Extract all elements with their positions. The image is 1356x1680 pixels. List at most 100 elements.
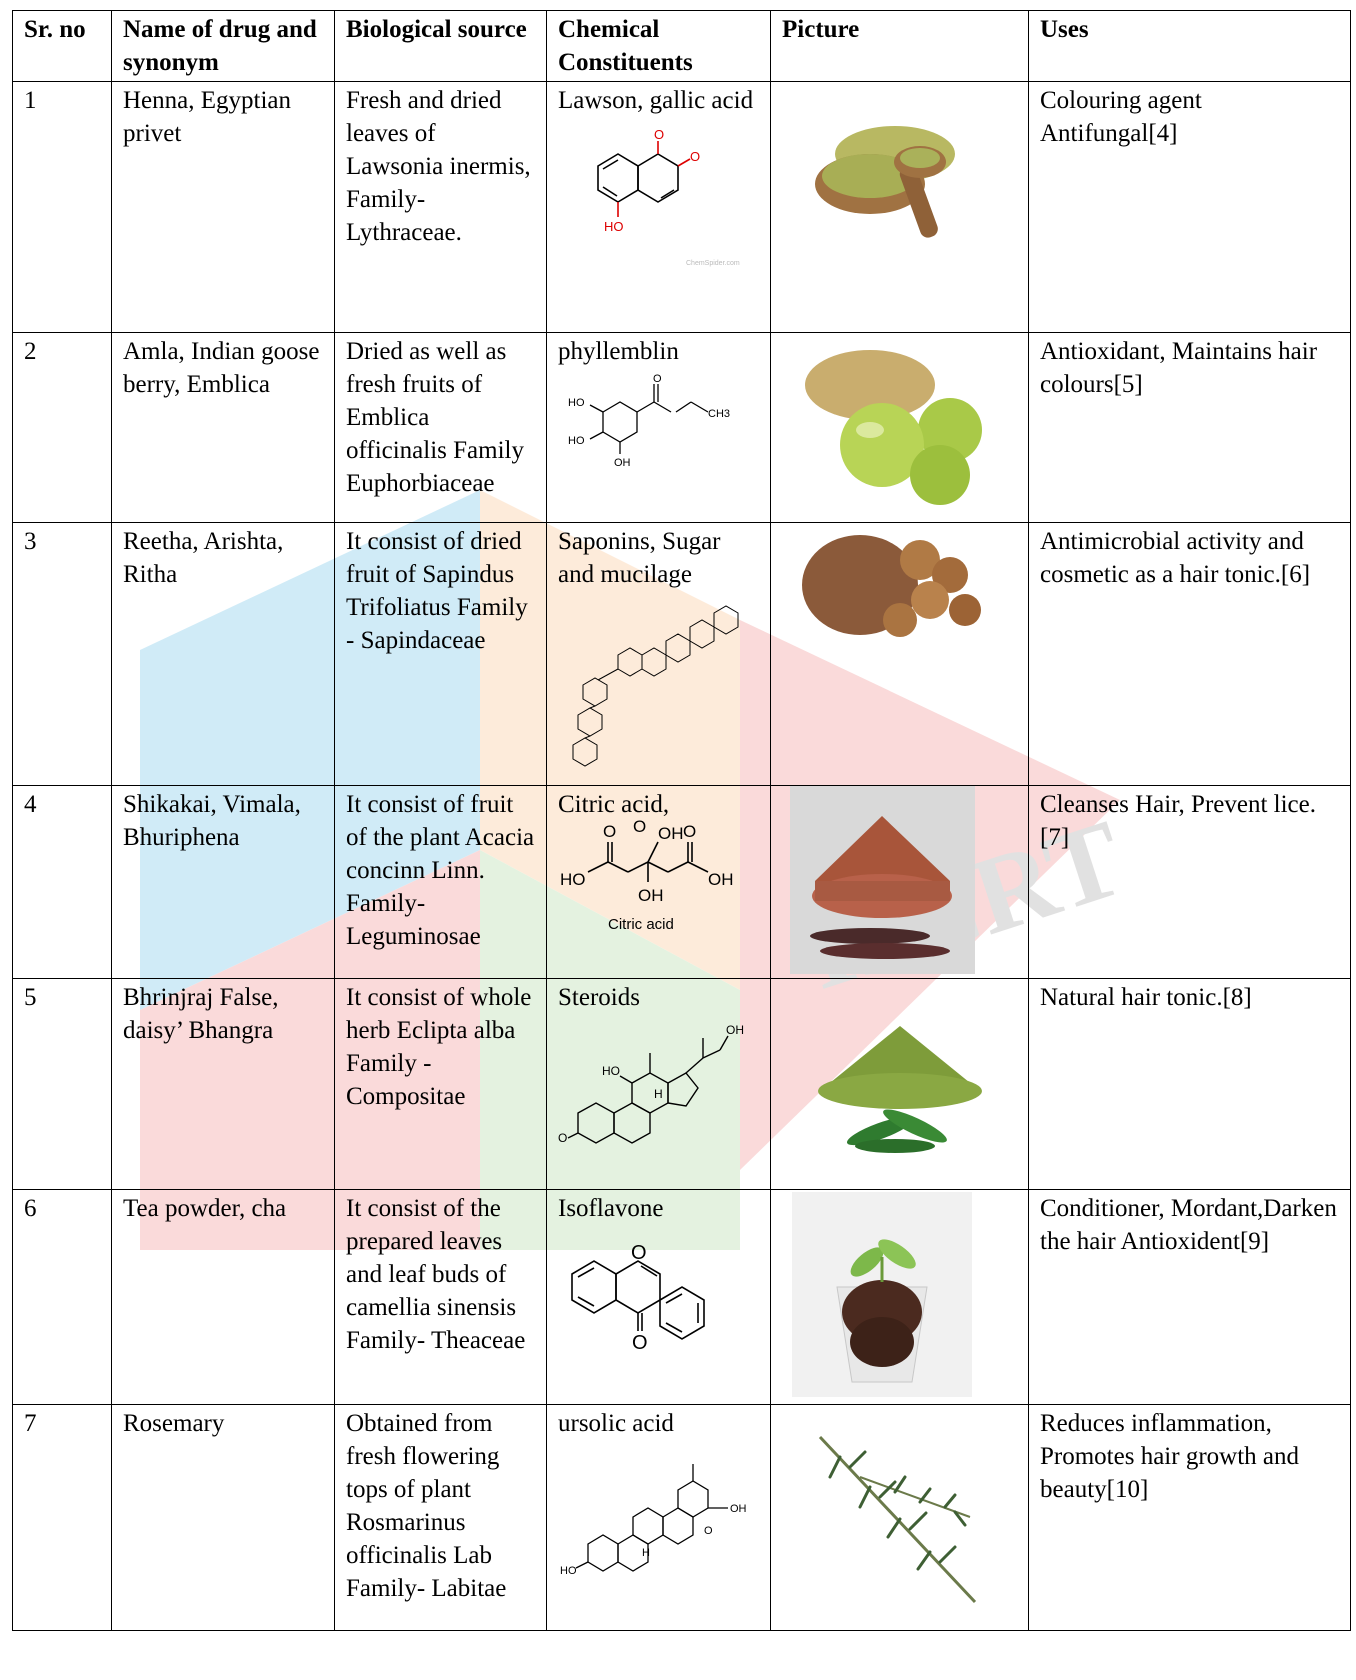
steroid-h: H (654, 1087, 663, 1101)
steroid-oh: OH (726, 1023, 744, 1037)
lawsone-o2: O (690, 149, 700, 164)
ursolic-h: H (642, 1547, 650, 1559)
cell-uses: Reduces inflammation, Promotes hair grow… (1028, 1404, 1351, 1631)
citric-oh-right: OH (708, 870, 734, 889)
cell-uses: Conditioner, Mordant,Darken the hair Ant… (1028, 1189, 1351, 1405)
henna-powder-photo (815, 126, 955, 238)
lawsone-credit: ChemSpider.com (686, 260, 740, 267)
header-name: Name of drug and synonym (111, 10, 335, 82)
table-row: 3 Reetha, Arishta, Ritha It consist of d… (12, 522, 1351, 786)
isoflavone-structure: O O (571, 1242, 705, 1354)
cell-sr: 6 (12, 1189, 112, 1405)
shikakai-photo (790, 786, 975, 974)
cell-uses: Antimicrobial activity and cosmetic as a… (1028, 522, 1351, 786)
constituent-name: phyllemblin (558, 338, 679, 365)
header-sr-no: Sr. no (12, 10, 112, 82)
constituent-name: ursolic acid (558, 1410, 674, 1437)
cell-name: Bhrinjraj False, daisy’ Bhangra (111, 978, 335, 1190)
cell-constituents: ursolic acid HO OH O (546, 1404, 771, 1631)
citric-caption: Citric acid (608, 916, 674, 933)
cell-name: Tea powder, cha (111, 1189, 335, 1405)
cell-constituents: Steroids O HO OH (546, 978, 771, 1190)
steroid-structure: O HO OH H (558, 1023, 744, 1145)
phyllemblin-structure: O HO HO OH CH3 (568, 373, 730, 469)
cell-uses: Antioxidant, Maintains hair colours[5] (1028, 332, 1351, 523)
bhringraj-photo (818, 1026, 982, 1153)
cell-source: Fresh and dried leaves of Lawsonia inerm… (334, 81, 547, 333)
table-row: 4 Shikakai, Vimala, Bhuriphena It consis… (12, 785, 1351, 979)
constituent-name: Lawson, gallic acid (558, 87, 754, 114)
cell-source: Dried as well as fresh fruits of Emblica… (334, 332, 547, 523)
constituent-name: Isoflavone (558, 1195, 664, 1222)
cell-picture (770, 81, 1029, 333)
table-row: 5 Bhrinjraj False, daisy’ Bhangra It con… (12, 978, 1351, 1190)
cell-source: It consist of the prepared leaves and le… (334, 1189, 547, 1405)
ursolic-ho: HO (560, 1565, 577, 1577)
amla-photo (805, 350, 982, 505)
cell-name: Reetha, Arishta, Ritha (111, 522, 335, 786)
cell-constituents: Saponins, Sugar and mucilage (546, 522, 771, 786)
table-row: 6 Tea powder, cha It consist of the prep… (12, 1189, 1351, 1405)
header-row: Sr. no Name of drug and synonym Biologic… (12, 10, 1351, 82)
cell-picture (770, 1404, 1029, 1631)
header-constituents: Chemical Constituents (546, 10, 771, 82)
cell-picture (770, 978, 1029, 1190)
citric-ho: HO (560, 870, 586, 889)
cell-sr: 4 (12, 785, 112, 979)
cell-sr: 7 (12, 1404, 112, 1631)
lawsone-structure: O O HO ChemSpider.com (597, 127, 740, 267)
drug-table: Sr. no Name of drug and synonym Biologic… (12, 10, 1351, 1631)
constituent-name: Citric acid, (558, 791, 670, 818)
cell-source: It consist of fruit of the plant Acacia … (334, 785, 547, 979)
cell-picture (770, 332, 1029, 523)
rosemary-photo (818, 1435, 977, 1604)
ursolic-acid-structure: HO OH O H (560, 1464, 747, 1577)
citric-o-top: O (633, 817, 646, 836)
constituent-name: Saponins, Sugar and mucilage (558, 528, 721, 588)
table-row: 2 Amla, Indian goose berry, Emblica Drie… (12, 332, 1351, 523)
tea-photo (792, 1192, 972, 1397)
cell-sr: 5 (12, 978, 112, 1190)
phyllemblin-ho1: HO (568, 397, 585, 409)
phyllemblin-ch3: CH3 (708, 408, 730, 420)
phyllemblin-oh: OH (614, 457, 631, 469)
cell-constituents: Isoflavone O O (546, 1189, 771, 1405)
cell-picture (770, 1189, 1029, 1405)
cell-name: Amla, Indian goose berry, Emblica (111, 332, 335, 523)
isoflavone-o-carbonyl: O (632, 1332, 648, 1354)
cell-name: Rosemary (111, 1404, 335, 1631)
header-picture: Picture (770, 10, 1029, 82)
saponin-structure (572, 605, 739, 767)
cell-sr: 3 (12, 522, 112, 786)
phyllemblin-o: O (653, 373, 662, 385)
cell-name: Henna, Egyptian privet (111, 81, 335, 333)
header-source: Biological source (334, 10, 547, 82)
citric-o-left: O (603, 822, 616, 841)
table-row: 7 Rosemary Obtained from fresh flowering… (12, 1404, 1351, 1631)
reetha-photo (802, 535, 981, 637)
cell-name: Shikakai, Vimala, Bhuriphena (111, 785, 335, 979)
header-uses: Uses (1028, 10, 1351, 82)
cell-source: It consist of whole herb Eclipta alba Fa… (334, 978, 547, 1190)
cell-constituents: Citric acid, HO OH OH OH O (546, 785, 771, 979)
cell-picture (770, 785, 1029, 979)
steroid-o: O (558, 1131, 567, 1145)
isoflavone-o-ring: O (631, 1242, 647, 1264)
citric-acid-structure: HO OH OH OH O O O Citric acid (560, 817, 734, 933)
cell-constituents: Lawson, gallic acid O O HO ChemSpider. (546, 81, 771, 333)
citric-oh-mid: OH (638, 886, 664, 905)
cell-sr: 1 (12, 81, 112, 333)
cell-constituents: phyllemblin O HO HO OH CH3 (546, 332, 771, 523)
cell-sr: 2 (12, 332, 112, 523)
lawsone-ho: HO (604, 219, 624, 234)
cell-source: Obtained from fresh flowering tops of pl… (334, 1404, 547, 1631)
cell-uses: Natural hair tonic.[8] (1028, 978, 1351, 1190)
lawsone-o1: O (654, 127, 664, 142)
citric-oh-top: OH (658, 824, 684, 843)
table-row: 1 Henna, Egyptian privet Fresh and dried… (12, 81, 1351, 333)
ursolic-oh: OH (730, 1503, 747, 1515)
cell-uses: Cleanses Hair, Prevent lice.[7] (1028, 785, 1351, 979)
citric-o-right: O (683, 822, 696, 841)
constituent-name: Steroids (558, 984, 640, 1011)
phyllemblin-ho2: HO (568, 435, 585, 447)
